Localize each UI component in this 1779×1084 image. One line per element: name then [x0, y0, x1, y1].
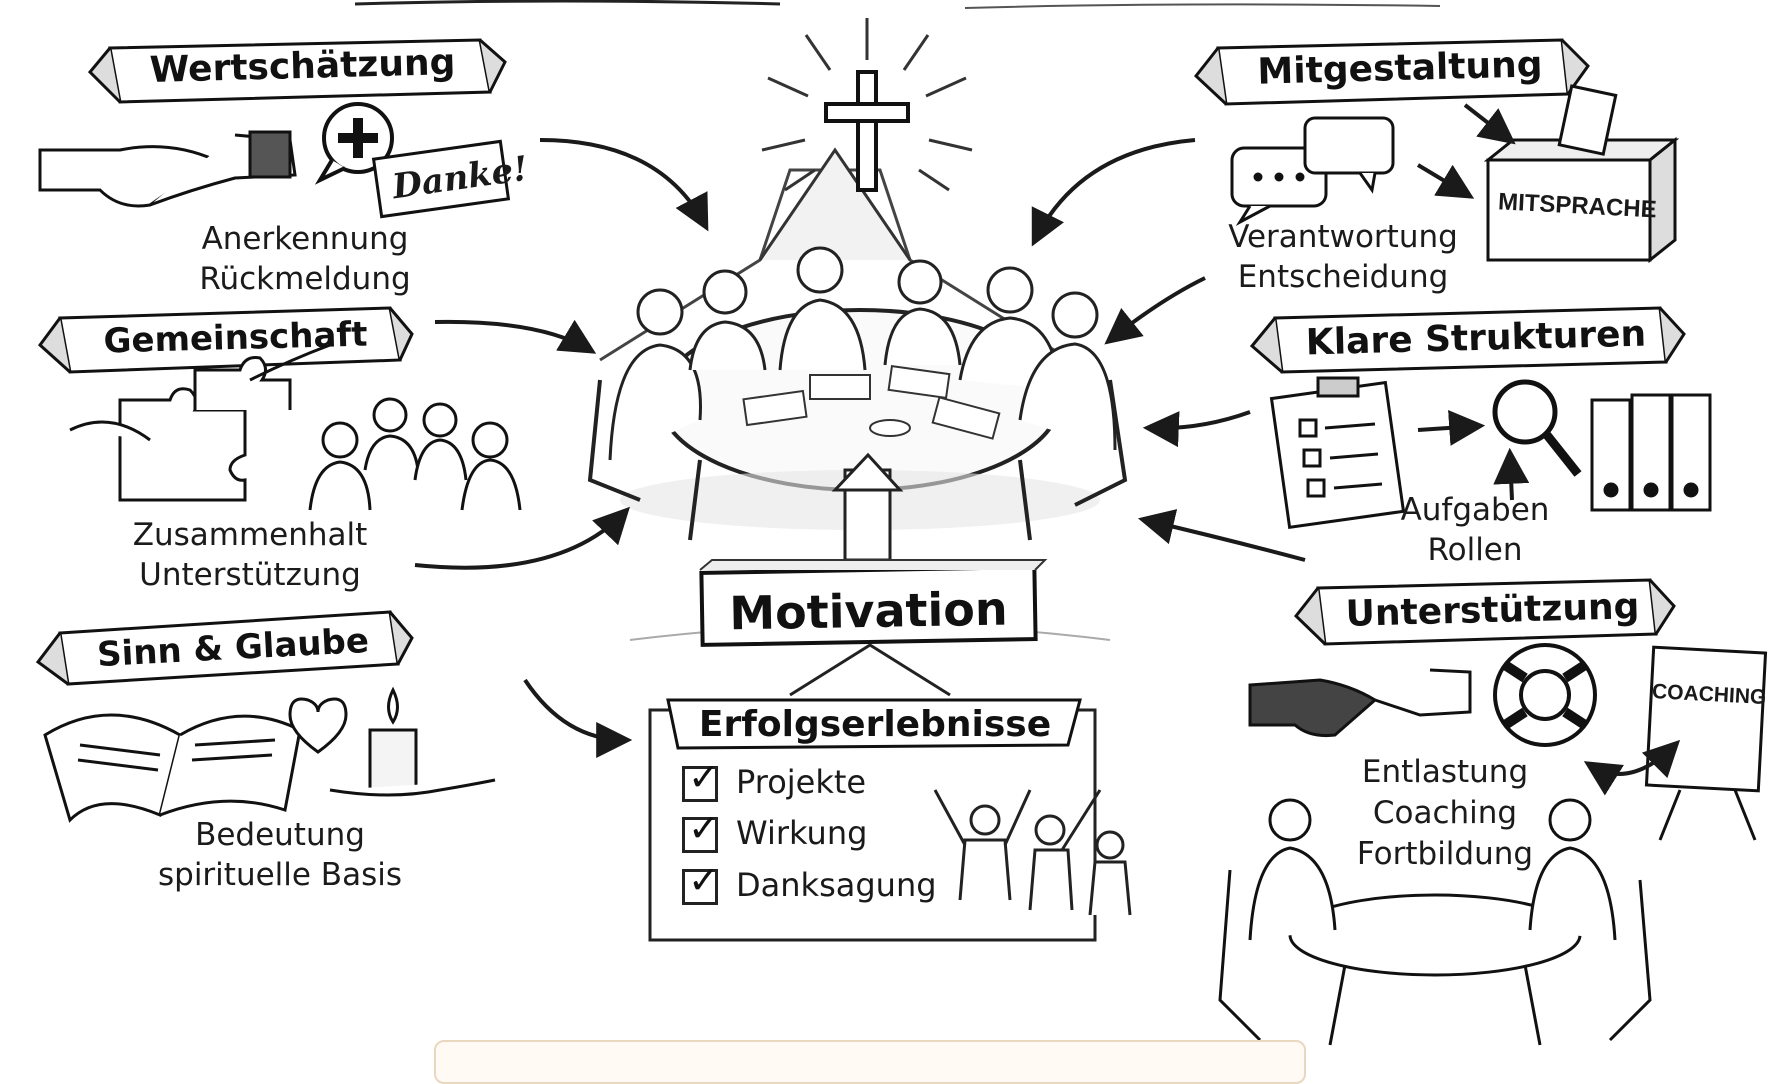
caption-anerkennung: Anerkennung — [201, 221, 409, 257]
caption-rollen: Rollen — [1427, 532, 1523, 568]
erfolg-item-label: Danksagung — [736, 866, 937, 904]
banner-shapes — [35, 38, 1686, 686]
erfolg-item-label: Projekte — [736, 763, 867, 801]
title-gemeinschaft: Gemeinschaft — [103, 314, 368, 362]
motivation-box — [629, 452, 1111, 647]
caption-zusammenhalt: Zusammenhalt — [132, 517, 368, 553]
book-icon — [43, 713, 302, 823]
flipchart-icon — [1644, 645, 1768, 841]
checkbox-icon — [682, 806, 720, 853]
heart-icon — [288, 697, 348, 754]
erfolg-item-wirkung: Wirkung — [682, 806, 868, 853]
coaching-session-illustration — [1218, 798, 1652, 1046]
connector-arrows — [414, 103, 1681, 796]
danke-card — [371, 139, 511, 219]
ballot-box-icon — [1483, 84, 1680, 264]
erfolg-item-projekte: Projekte — [682, 755, 867, 802]
caption-verantwortung: Verantwortung — [1228, 219, 1458, 255]
caption-fortbildung: Fortbildung — [1356, 836, 1534, 872]
magnifier-icon — [1492, 379, 1582, 477]
erfolg-item-danksagung: Danksagung — [682, 858, 937, 905]
center-title-motivation: Motivation — [728, 581, 1009, 641]
caption-entlastung: Entlastung — [1361, 754, 1529, 790]
group-people-illustration — [308, 397, 522, 511]
title-unterstuetzung-right: Unterstützung — [1345, 586, 1640, 635]
plus-speech-icon — [314, 102, 394, 185]
caption-bedeutung: Bedeutung — [195, 817, 365, 853]
cross-icon — [824, 70, 910, 192]
cheering-crowd-illustration — [933, 789, 1132, 916]
caption-rueckmeldung: Rückmeldung — [199, 261, 411, 297]
handshake-icon — [38, 130, 297, 208]
candle-icon — [329, 686, 496, 797]
bottom-frame — [434, 1040, 1306, 1084]
checkbox-icon — [682, 755, 720, 802]
motivation-mindmap — [35, 0, 1768, 1046]
lifebuoy-icon — [1493, 643, 1597, 747]
checkbox-icon — [682, 858, 720, 905]
caption-unterstuetzung-left: Unterstützung — [139, 557, 361, 593]
title-erfolgserlebnisse: Erfolgserlebnisse — [698, 704, 1052, 745]
clipboard-icon — [1269, 376, 1406, 529]
caption-aufgaben: Aufgaben — [1400, 492, 1550, 528]
binders-icon — [1590, 393, 1712, 512]
speech-bubbles-icon — [1230, 116, 1395, 226]
erfolg-item-label: Wirkung — [736, 814, 868, 852]
title-mitgestaltung: Mitgestaltung — [1256, 44, 1544, 93]
puzzle-icon — [69, 343, 331, 502]
erfolgserlebnisse-board — [648, 698, 1132, 942]
caption-coaching: Coaching — [1372, 795, 1518, 831]
support-handshake-icon — [1248, 668, 1472, 737]
caption-spirituelle-basis: spirituelle Basis — [157, 857, 402, 893]
caption-entscheidung: Entscheidung — [1237, 259, 1449, 295]
